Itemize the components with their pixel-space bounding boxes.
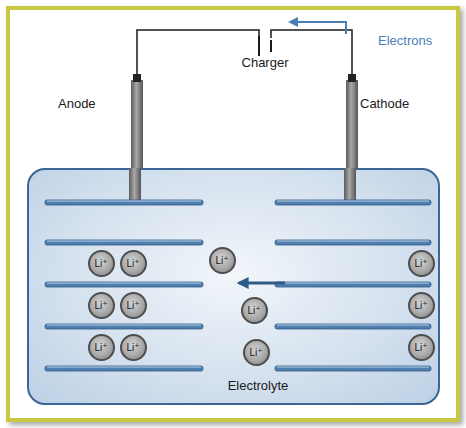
lithium-ion: Li⁺: [88, 334, 115, 361]
plate-highlight: [47, 283, 201, 284]
ion-label: Li⁺: [215, 255, 228, 266]
lithium-ion: Li⁺: [120, 334, 147, 361]
plate-highlight: [277, 241, 429, 242]
electrode-plate: [275, 282, 431, 287]
plate-highlight: [277, 325, 429, 326]
lithium-ion: Li⁺: [88, 292, 115, 319]
lithium-ion: Li⁺: [88, 250, 115, 277]
electrode-plate: [45, 324, 203, 329]
electrode-plate: [275, 200, 431, 205]
electrode-plate: [275, 366, 431, 371]
lithium-ion: Li⁺: [408, 334, 435, 361]
electrode-plate: [45, 200, 203, 205]
plate-highlight: [277, 283, 429, 284]
electrode-plate: [275, 240, 431, 245]
electrode-label: Anode: [58, 96, 96, 111]
electrode-label: Cathode: [360, 96, 409, 111]
charger-symbol: [258, 36, 260, 56]
wire-tip: [348, 74, 356, 82]
ion-label: Li⁺: [414, 258, 427, 269]
ion-label: Li⁺: [247, 305, 260, 316]
electron-flow-arrow: [290, 22, 346, 34]
plate-highlight: [277, 201, 429, 202]
plate-highlight: [47, 201, 201, 202]
ion-label: Li⁺: [94, 342, 107, 353]
ion-flow-arrow: [239, 282, 285, 285]
anode-rod: [131, 80, 143, 170]
electrode-plate: [45, 282, 203, 287]
wire: [137, 30, 259, 80]
lithium-ion: Li⁺: [408, 292, 435, 319]
electrolyte-cell: Electrolyte Li⁺ Li⁺ Li⁺ Li⁺ Li⁺ Li⁺ Li⁺ Li⁺ Li⁺ Li…: [27, 168, 440, 405]
lithium-ion: Li⁺: [408, 250, 435, 277]
ion-label: Li⁺: [94, 258, 107, 269]
wire-tip: [133, 74, 141, 82]
ion-label: Li⁺: [249, 347, 262, 358]
lithium-ion: Li⁺: [120, 292, 147, 319]
lithium-ion: Li⁺: [120, 250, 147, 277]
ion-label: Li⁺: [126, 342, 139, 353]
cathode-rod: [344, 168, 356, 202]
lithium-ion: Li⁺: [243, 339, 270, 366]
electrode-plate: [45, 240, 203, 245]
anode-rod: [129, 168, 141, 202]
flow-label: Electrons: [378, 33, 432, 48]
electrode-plate: [275, 324, 431, 329]
ion-label: Li⁺: [94, 300, 107, 311]
lithium-ion: Li⁺: [209, 247, 236, 274]
ion-label: Li⁺: [414, 300, 427, 311]
ion-label: Li⁺: [414, 342, 427, 353]
electrode-plate: [45, 366, 203, 371]
region-label: Electrolyte: [228, 378, 289, 393]
plate-highlight: [47, 241, 201, 242]
charger-symbol: [270, 40, 272, 52]
electrode-plates: [27, 168, 440, 405]
plate-highlight: [277, 367, 429, 368]
plate-highlight: [47, 325, 201, 326]
plate-highlight: [47, 367, 201, 368]
charger-label: Charger: [242, 55, 289, 70]
ion-label: Li⁺: [126, 300, 139, 311]
ion-label: Li⁺: [126, 258, 139, 269]
lithium-ion: Li⁺: [241, 297, 268, 324]
cathode-rod: [346, 80, 358, 170]
